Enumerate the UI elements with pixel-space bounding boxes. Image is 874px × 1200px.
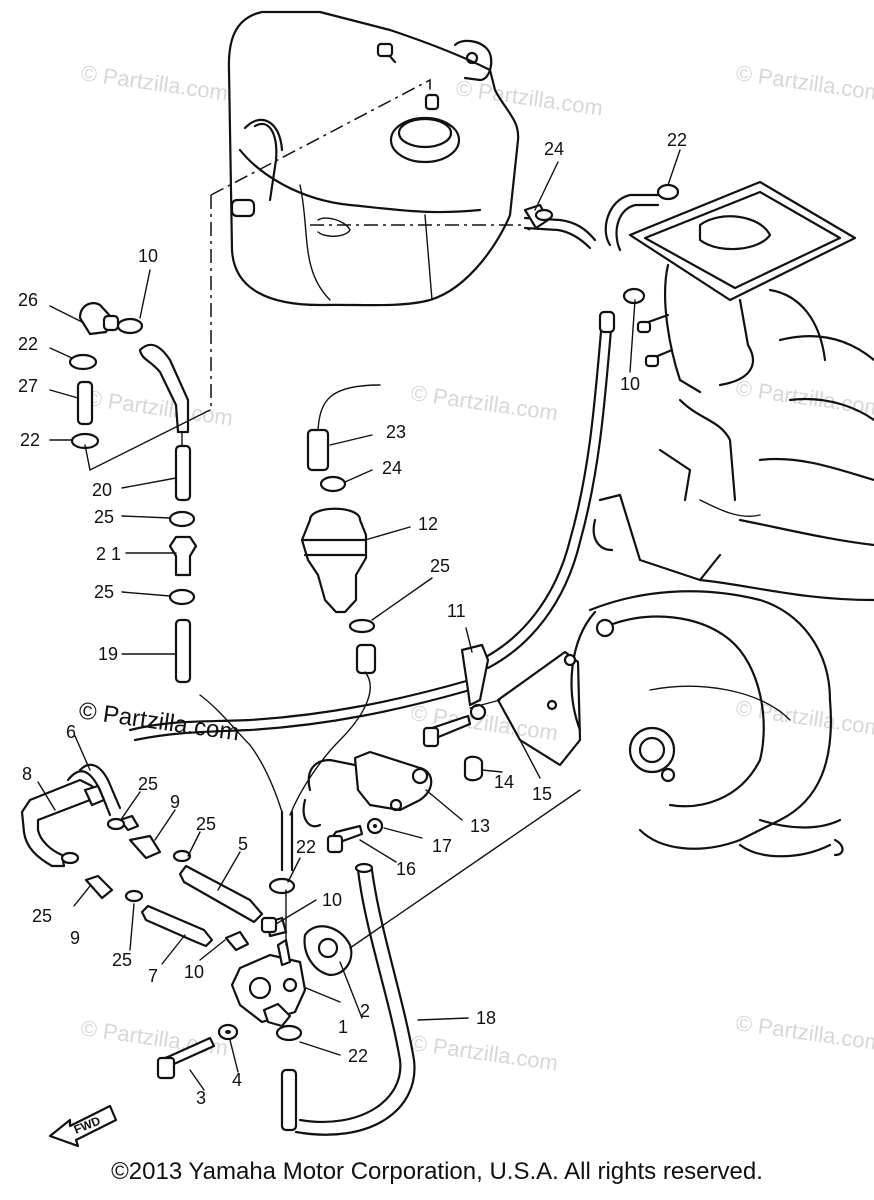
watermarks: © Partzilla.com © Partzilla.com © Partzi… xyxy=(77,60,874,1075)
watermark-10: © Partzilla.com xyxy=(409,1030,559,1075)
copyright-notice: ©2013 Yamaha Motor Corporation, U.S.A. A… xyxy=(111,1158,763,1185)
callout-9: 9 xyxy=(70,928,80,948)
callout-25: 25 xyxy=(94,582,114,602)
callout-22: 22 xyxy=(296,837,316,857)
callout-9: 9 xyxy=(170,792,180,812)
callout-3: 3 xyxy=(196,1088,206,1108)
callout-25: 25 xyxy=(430,556,450,576)
callout-8: 8 xyxy=(22,764,32,784)
callout-24: 24 xyxy=(382,458,402,478)
callout-2: 2 xyxy=(360,1001,370,1021)
callout-10: 10 xyxy=(184,962,204,982)
watermark-2: © Partzilla.com xyxy=(454,75,604,120)
callout-19: 19 xyxy=(98,644,118,664)
callout-10: 10 xyxy=(322,890,342,910)
callout-25: 25 xyxy=(112,950,132,970)
callout-16: 16 xyxy=(396,859,416,879)
callout-25: 25 xyxy=(138,774,158,794)
callout-18: 18 xyxy=(476,1008,496,1028)
watermark-6: © Partzilla.com xyxy=(734,375,874,420)
callout-22: 22 xyxy=(348,1046,368,1066)
callout-6: 6 xyxy=(66,722,76,742)
callout-24: 24 xyxy=(544,139,564,159)
lower-left-hoses xyxy=(20,763,264,948)
callout-26: 26 xyxy=(18,290,38,310)
callout-17: 17 xyxy=(432,836,452,856)
callout-27: 27 xyxy=(18,376,38,396)
watermark-8: © Partzilla.com xyxy=(734,695,874,740)
callout-25: 25 xyxy=(94,507,114,527)
fuel-tank xyxy=(227,10,531,307)
callout-10: 10 xyxy=(138,246,158,266)
main-hoses xyxy=(128,193,660,1136)
callout-21: 2 1 xyxy=(96,544,121,564)
callout-10: 10 xyxy=(620,374,640,394)
fwd-arrow: FWD xyxy=(48,1104,118,1148)
callout-11: 11 xyxy=(447,601,466,621)
callout-15: 15 xyxy=(532,784,552,804)
watermark-3: © Partzilla.com xyxy=(734,60,874,105)
callout-25: 25 xyxy=(32,906,52,926)
watermark-1: © Partzilla.com xyxy=(79,60,229,105)
watermark-11: © Partzilla.com xyxy=(734,1010,874,1055)
callout-5: 5 xyxy=(238,834,248,854)
carb-fittings xyxy=(523,183,680,305)
callout-13: 13 xyxy=(470,816,490,836)
callout-22: 22 xyxy=(667,130,687,150)
fuel-filter-stack xyxy=(289,384,381,816)
callout-23: 23 xyxy=(386,422,406,442)
callout-22: 22 xyxy=(18,334,38,354)
callout-1: 1 xyxy=(338,1017,348,1037)
callout-4: 4 xyxy=(232,1070,242,1090)
watermark-5: © Partzilla.com xyxy=(409,380,559,425)
callout-22: 22 xyxy=(20,430,40,450)
callout-12: 12 xyxy=(418,514,438,534)
watermark-4: © Partzilla.com xyxy=(84,385,234,430)
left-hose-stack xyxy=(68,78,431,684)
watermark-9: © Partzilla.com xyxy=(79,1015,229,1060)
callout-14: 14 xyxy=(494,772,514,792)
bracket-assembly xyxy=(302,643,582,854)
fuel-cock xyxy=(156,789,581,1080)
callout-20: 20 xyxy=(92,480,112,500)
callout-25: 25 xyxy=(196,814,216,834)
carburetor-engine xyxy=(570,180,874,858)
callout-7: 7 xyxy=(148,966,158,986)
callout-labels: 10 26 22 27 22 20 25 2 1 25 19 24 22 10 … xyxy=(18,130,687,1108)
leader-lines xyxy=(37,149,681,1091)
